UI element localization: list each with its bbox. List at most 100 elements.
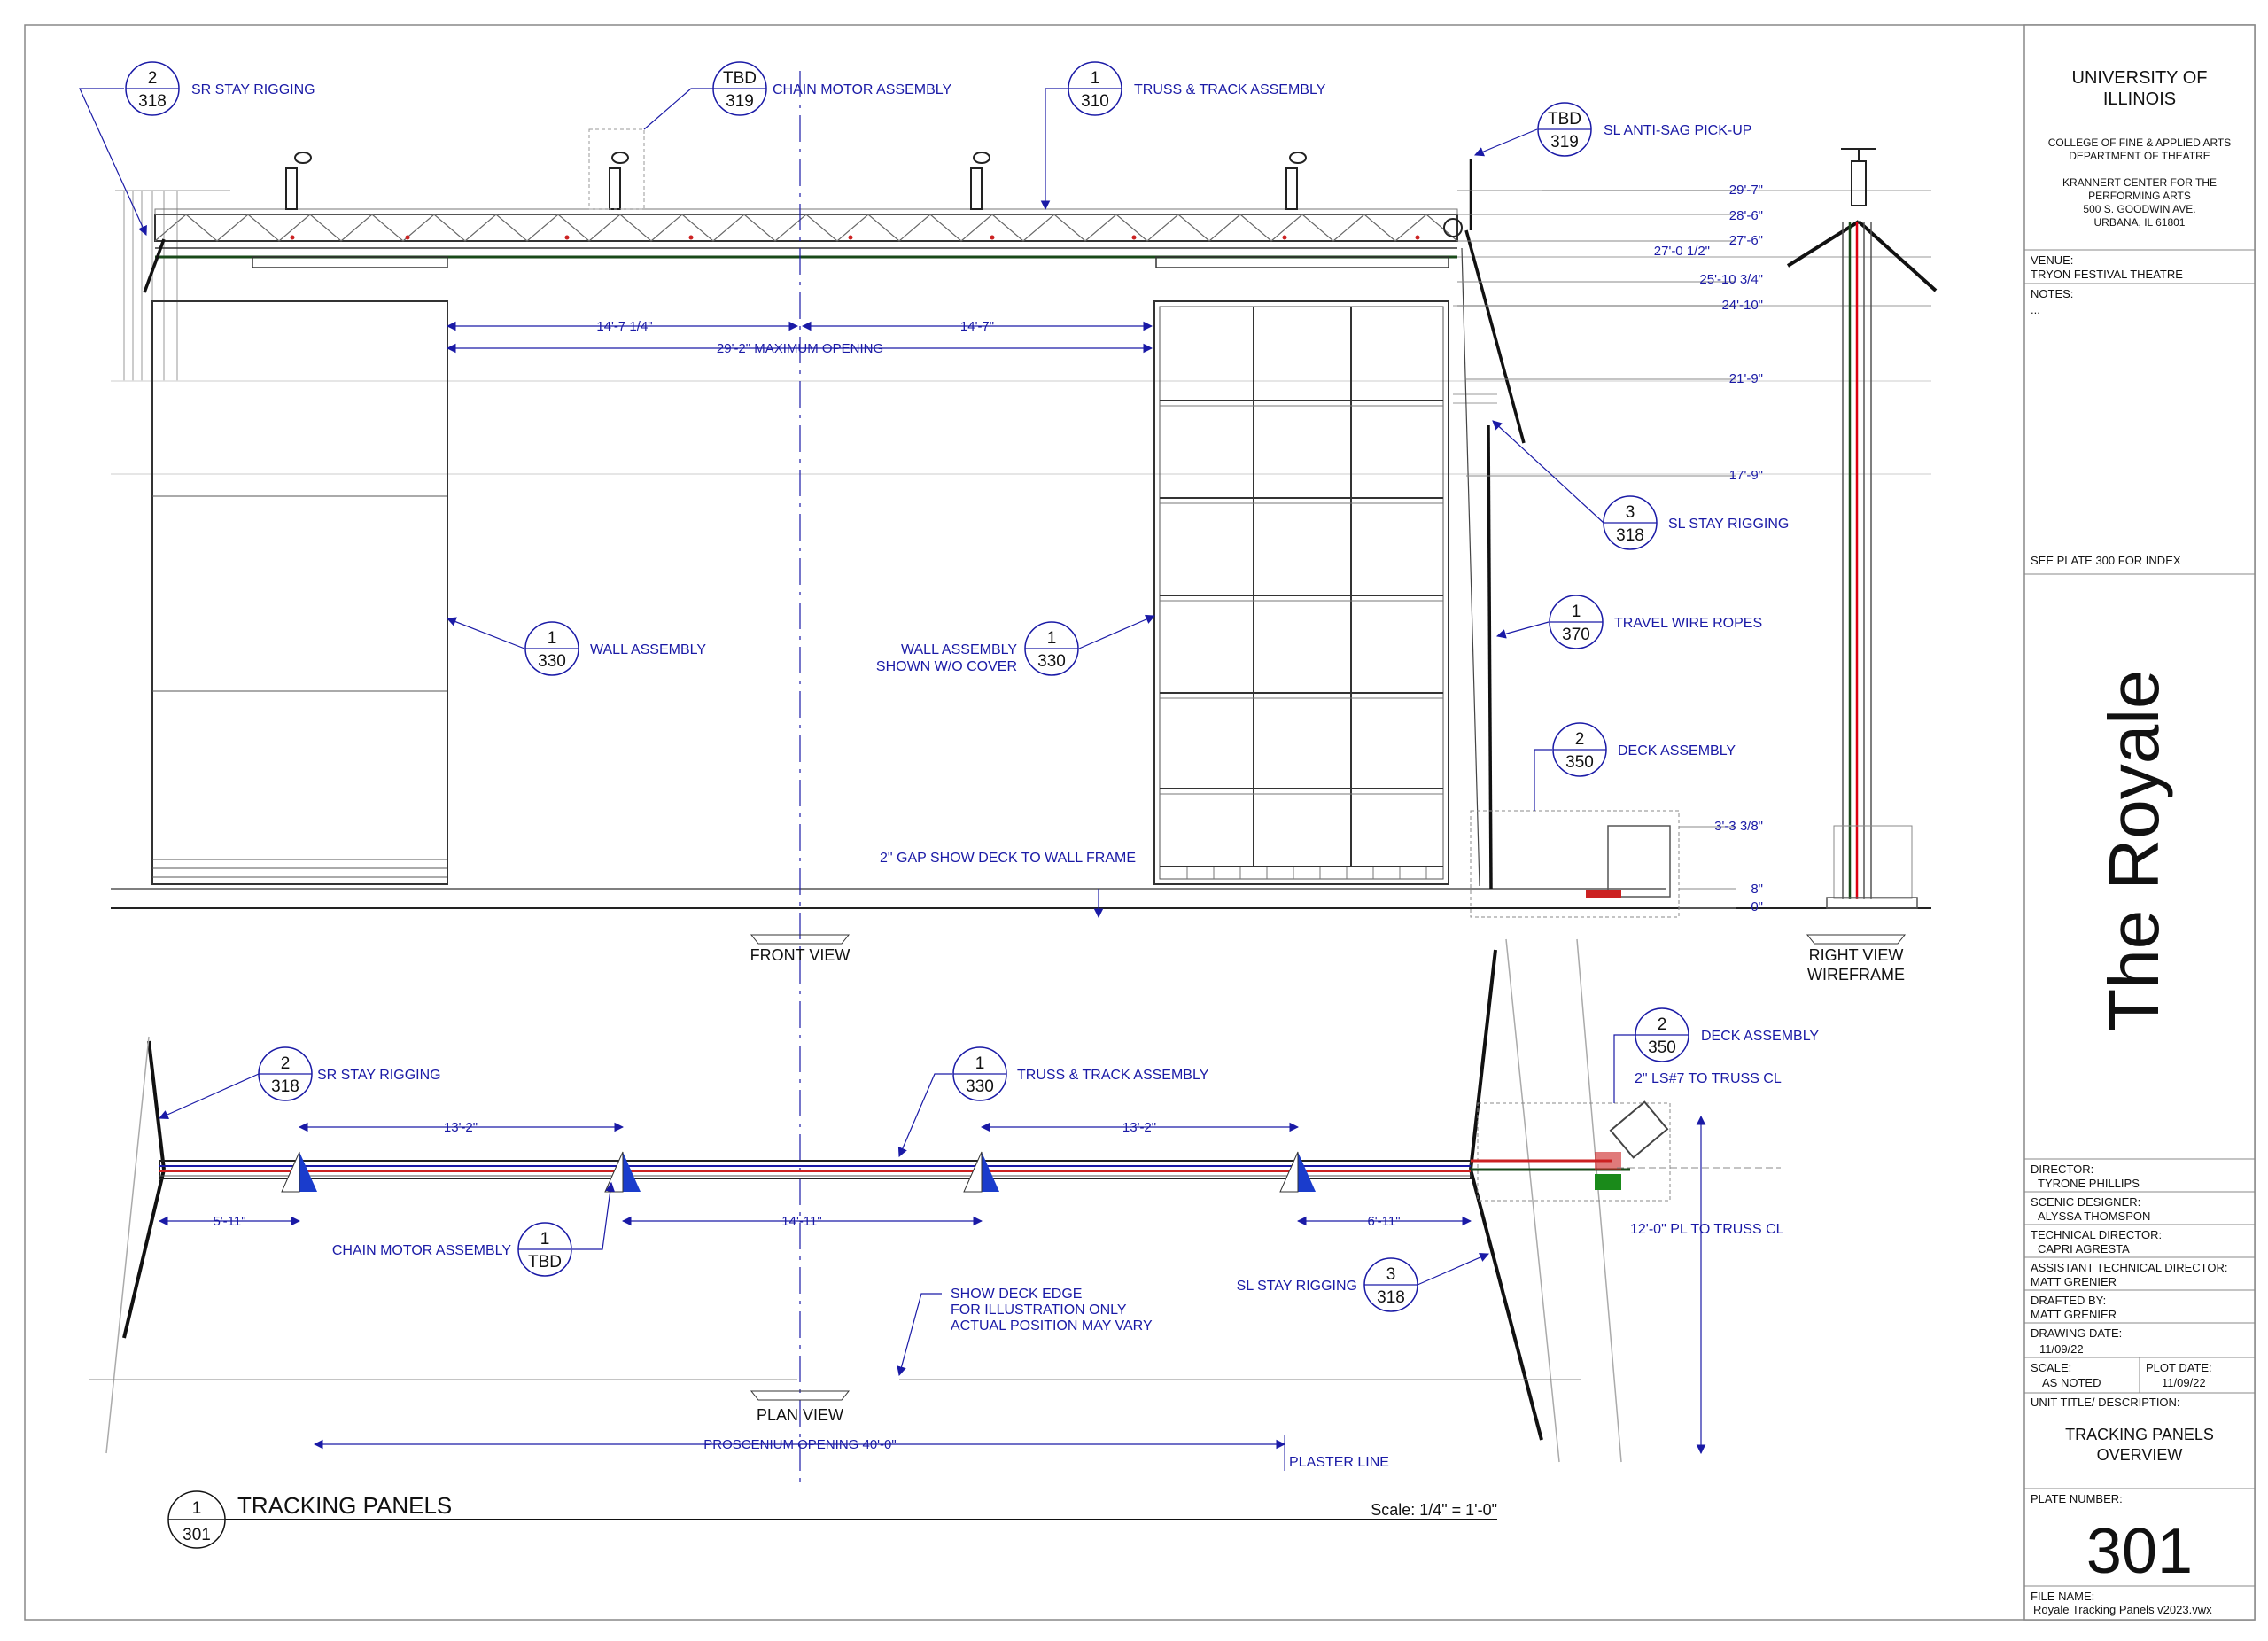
callout-text: 1 [1091, 69, 1100, 88]
tb-org-2: ILLINOIS [2103, 89, 2176, 109]
callout-sl-antisag: TBD 319 SL ANTI-SAG PICK-UP [1537, 102, 1751, 157]
callout-text: 1 [1047, 629, 1057, 648]
elev-28-6: 28'-6" [1729, 208, 1763, 223]
deck-note-1: SHOW DECK EDGE [951, 1287, 1082, 1302]
callout-text: 1 [975, 1054, 985, 1073]
callout-text: SL ANTI-SAG PICK-UP [1604, 123, 1751, 138]
tb-addr-3: 500 S. GOODWIN AVE. [2083, 203, 2195, 215]
tb-atd-label: ASSISTANT TECHNICAL DIRECTOR: [2031, 1261, 2228, 1274]
elev-25-10: 25'-10 3/4" [1699, 272, 1763, 287]
gap-note: 2" GAP SHOW DECK TO WALL FRAME [880, 851, 1136, 866]
tb-notes: ... [2031, 303, 2040, 316]
dim-plan-right-span: 13'-2" [1122, 1120, 1156, 1135]
dim-max-opening: 29'-2" MAXIMUM OPENING [717, 341, 883, 356]
callout-wall-left: 1 330 WALL ASSEMBLY [524, 621, 706, 676]
right-view: RIGHT VIEW WIREFRAME [1786, 148, 1938, 984]
dim-plan-left-span: 13'-2" [444, 1120, 478, 1135]
dim-plan-right-end: 6'-11" [1367, 1214, 1400, 1229]
tb-td-label: TECHNICAL DIRECTOR: [2031, 1228, 2162, 1241]
chain-motor-icons [285, 152, 1307, 210]
callout-text: TRUSS & TRACK ASSEMBLY [1134, 82, 1326, 97]
callout-chain-motor-plan: 1 TBD CHAIN MOTOR ASSEMBLY [332, 1222, 572, 1277]
title-block: UNIVERSITY OF ILLINOIS COLLEGE OF FINE &… [2023, 24, 2256, 1621]
tb-unit-2: OVERVIEW [2097, 1446, 2183, 1464]
tb-date-label: DRAWING DATE: [2031, 1326, 2122, 1340]
plaster-line: PLASTER LINE [1289, 1455, 1389, 1470]
callout-text: 1 [548, 629, 557, 648]
plan-view-title: PLAN VIEW [757, 1406, 843, 1424]
tb-file-label: FILE NAME: [2031, 1590, 2094, 1603]
callout-text: SR STAY RIGGING [191, 82, 315, 97]
callout-text: TRUSS & TRACK ASSEMBLY [1017, 1068, 1209, 1083]
sheet-border [24, 24, 2256, 1621]
callout-text: DECK ASSEMBLY [1701, 1029, 1819, 1044]
callout-text: 2 [1658, 1015, 1667, 1034]
callout-sr-stay-plan: 2 318 SR STAY RIGGING [258, 1046, 441, 1101]
callout-text: 2 [1575, 730, 1585, 749]
drawing-title-text: TRACKING PANELS [237, 1492, 452, 1519]
elevation-marks [1457, 190, 1736, 909]
tb-director: TYRONE PHILLIPS [2038, 1177, 2140, 1190]
callout-text: 1 [1572, 603, 1581, 621]
callout-text: 330 [966, 1077, 994, 1096]
title-bubble-sheet: 301 [183, 1526, 211, 1544]
callout-text: CHAIN MOTOR ASSEMBLY [773, 82, 951, 97]
callout-truss-track-plan: 1 330 TRUSS & TRACK ASSEMBLY [952, 1046, 1209, 1101]
tb-scale: AS NOTED [2042, 1376, 2101, 1389]
callout-sl-stay-top: 3 318 SL STAY RIGGING [1603, 495, 1789, 550]
tb-addr-4: URBANA, IL 61801 [2094, 216, 2186, 229]
left-wall [151, 300, 448, 885]
callout-text: 318 [1377, 1288, 1405, 1307]
callout-text: 350 [1565, 753, 1594, 772]
callout-text: 2 [148, 69, 158, 88]
callout-text: 370 [1562, 626, 1590, 644]
tb-plot: 11/09/22 [2162, 1376, 2206, 1389]
elev-27-6: 27'-6" [1729, 233, 1763, 248]
callout-text: TBD [528, 1253, 562, 1272]
right-view-title-1: RIGHT VIEW [1809, 946, 1904, 964]
tb-venue-label: VENUE: [2031, 253, 2073, 267]
callout-travel-wire: 1 370 TRAVEL WIRE ROPES [1549, 595, 1762, 649]
plan-track [159, 1160, 1472, 1179]
front-view: 14'-7 1/4" 14'-7" 29'-2" MAXIMUM OPENING… [111, 71, 1931, 1489]
tb-show-title: The Royale [2094, 669, 2173, 1031]
plan-view: 13'-2" 13'-2" 5'-11" 14'-11" 6'-11" 2" L… [89, 938, 1784, 1471]
callout-text: 1 [540, 1230, 550, 1248]
callout-text: SR STAY RIGGING [317, 1068, 441, 1083]
drawing-scale: Scale: 1/4" = 1'-0" [1371, 1501, 1497, 1519]
tb-unit-label: UNIT TITLE/ DESCRIPTION: [2031, 1396, 2180, 1409]
tb-index-note: SEE PLATE 300 FOR INDEX [2031, 554, 2181, 567]
tb-date: 11/09/22 [2039, 1342, 2084, 1356]
elev-24-10: 24'-10" [1721, 298, 1763, 313]
dim-proscenium: PROSCENIUM OPENING 40'-0" [703, 1437, 896, 1452]
callout-text: 3 [1386, 1265, 1396, 1284]
callout-text: 330 [1037, 652, 1066, 671]
tb-plate-label: PLATE NUMBER: [2031, 1492, 2123, 1505]
callout-text: 319 [1550, 133, 1579, 152]
tb-college-2: DEPARTMENT OF THEATRE [2069, 150, 2210, 162]
callout-text: DECK ASSEMBLY [1618, 743, 1736, 758]
callout-text: CHAIN MOTOR ASSEMBLY [332, 1243, 511, 1258]
dim-right-half: 14'-7" [960, 319, 994, 334]
tb-drafted-label: DRAFTED BY: [2031, 1294, 2106, 1307]
tb-scale-label: SCALE: [2031, 1361, 2071, 1374]
elev-27-0: 27'-0 1/2" [1654, 244, 1710, 259]
tb-scenic: ALYSSA THOMSPON [2038, 1209, 2150, 1223]
callout-text: 319 [726, 92, 754, 111]
tb-notes-label: NOTES: [2031, 287, 2073, 300]
dim-plan-left-end: 5'-11" [213, 1214, 245, 1229]
tb-scenic-label: SCENIC DESIGNER: [2031, 1195, 2140, 1209]
deck-note-3: ACTUAL POSITION MAY VARY [951, 1318, 1153, 1334]
title-bubble-num: 1 [192, 1499, 202, 1518]
callout-text: 310 [1081, 92, 1109, 111]
callout-wall-right: 1 330 WALL ASSEMBLY SHOWN W/O COVER [876, 621, 1079, 676]
elev-8in: 8" [1751, 882, 1763, 897]
tb-addr-1: KRANNERT CENTER FOR THE [2062, 176, 2217, 189]
callout-text: SL STAY RIGGING [1668, 517, 1789, 532]
tb-addr-2: PERFORMING ARTS [2088, 190, 2191, 202]
callout-sl-stay-plan: 3 318 SL STAY RIGGING [1237, 1257, 1418, 1312]
callout-text: 318 [271, 1077, 299, 1096]
callout-text: 330 [538, 652, 566, 671]
tb-college-1: COLLEGE OF FINE & APPLIED ARTS [2048, 136, 2232, 149]
